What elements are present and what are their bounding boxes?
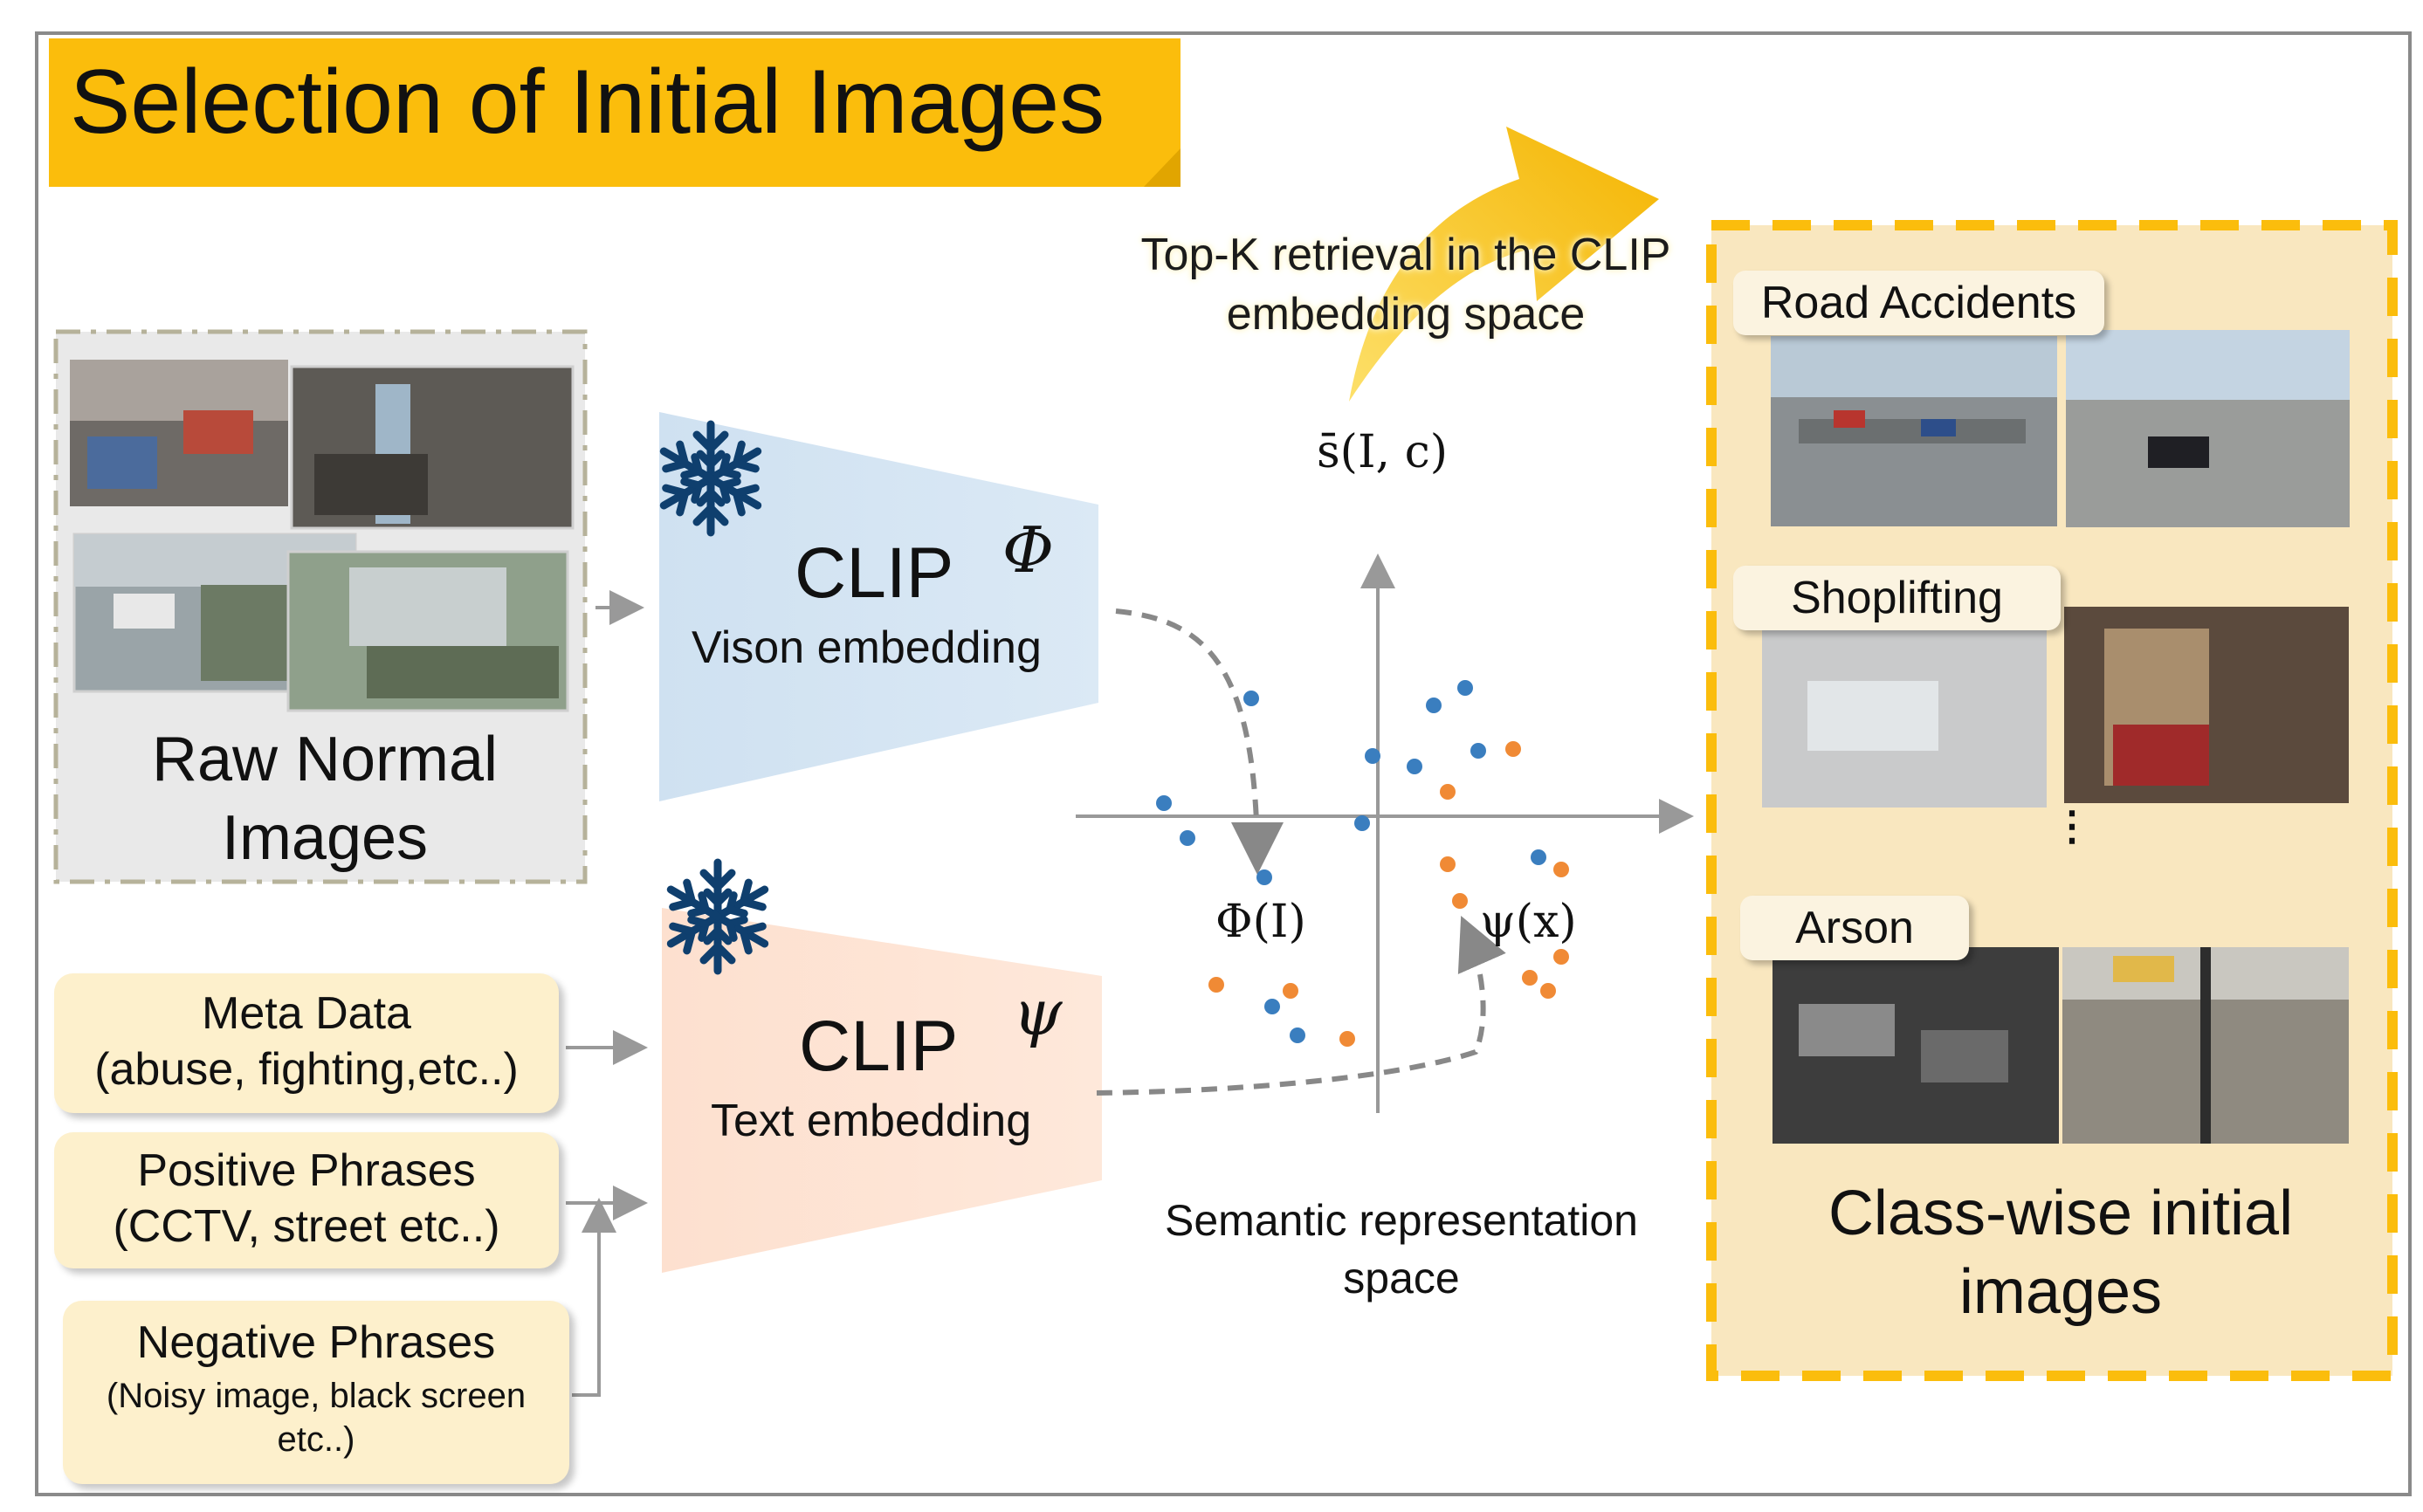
text-embedding-point-15 (1452, 893, 1468, 909)
outer-frame (35, 31, 2412, 1496)
arson-thumbnails (1773, 947, 2349, 1144)
class-tag-road-accidents: Road Accidents (1733, 271, 2104, 335)
phi-symbol: Φ (1002, 513, 1055, 587)
snowflake-icon-vision (657, 420, 764, 533)
class-tag-arson: Arson (1740, 896, 1969, 960)
meta-data-title: Meta Data (202, 988, 411, 1039)
positive-phrases-title: Positive Phrases (137, 1145, 476, 1196)
shoplifting-thumbnails (1762, 607, 2349, 808)
image-embedding-point-21 (1264, 999, 1280, 1014)
image-embedding-point-2 (1457, 680, 1473, 696)
title-band (49, 38, 1181, 187)
dashed-arrow-text (1096, 916, 1506, 1096)
negative-phrases-title: Negative Phrases (136, 1317, 496, 1368)
image-embedding-point-8 (1156, 795, 1172, 811)
clip-text-encoder (662, 908, 1102, 1273)
image-embedding-point-4 (1407, 759, 1422, 774)
clip-vision-encoder (659, 412, 1098, 801)
clip-vision-title: CLIP (795, 533, 954, 613)
phi-of-image-label: Φ(I) (1215, 896, 1306, 948)
psi-of-text-label: ψ(x) (1480, 896, 1577, 948)
psi-symbol: ψ (1013, 976, 1063, 1049)
image-embedding-point-0 (1243, 691, 1259, 706)
image-embedding-point-9 (1180, 830, 1195, 846)
text-embedding-point-17 (1522, 970, 1538, 986)
class-tag-shoplifting: Shoplifting (1733, 566, 2061, 630)
text-embedding-point-18 (1540, 983, 1556, 999)
text-embedding-point-12 (1440, 856, 1456, 872)
ellipsis-more-classes: ⋮ (2052, 803, 2092, 849)
clip-text-title: CLIP (799, 1007, 959, 1086)
arrow-negative-to-text (572, 1198, 616, 1397)
negative-phrases-box: Negative Phrases (Noisy image, black scr… (63, 1301, 569, 1484)
text-embedding-point-14 (1553, 862, 1569, 877)
clip-vision-subtitle: Vison embedding (692, 622, 1042, 673)
similarity-symbol: s̄(I, c) (1317, 426, 1448, 478)
clip-text-subtitle: Text embedding (711, 1096, 1032, 1146)
page-title: Selection of Initial Images (70, 52, 1105, 153)
image-embedding-point-3 (1365, 748, 1380, 764)
image-embedding-point-22 (1290, 1027, 1305, 1043)
road-accident-thumbnails (1771, 330, 2350, 527)
raw-thumbnails (70, 360, 575, 712)
text-embedding-point-7 (1440, 784, 1456, 800)
positive-phrases-box: Positive Phrases (CCTV, street etc..) (54, 1132, 559, 1268)
image-embedding-point-5 (1470, 743, 1486, 759)
image-embedding-point-13 (1531, 849, 1546, 865)
image-embedding-point-10 (1354, 815, 1370, 831)
curved-arrow-icon (1349, 127, 1659, 402)
classwise-label: Class-wise initial images (1828, 1179, 2294, 1327)
meta-data-box: Meta Data (abuse, fighting,etc..) (54, 973, 559, 1113)
meta-data-examples: (abuse, fighting,etc..) (94, 1044, 519, 1095)
image-embedding-point-11 (1256, 869, 1272, 885)
top-k-retrieval-label: Top-K retrieval in the CLIP embedding sp… (1140, 230, 1671, 340)
text-embedding-point-16 (1553, 949, 1569, 965)
text-embedding-point-20 (1283, 983, 1298, 999)
text-embedding-point-6 (1505, 741, 1521, 757)
dashed-arrow-vision (1115, 608, 1284, 875)
image-embedding-point-1 (1426, 698, 1442, 713)
text-embedding-point-19 (1208, 977, 1224, 993)
text-embedding-point-23 (1339, 1031, 1355, 1047)
raw-images-label: Raw Normal Images (151, 725, 499, 873)
semantic-space-label: Semantic representation space (1165, 1196, 1638, 1302)
negative-phrases-examples: (Noisy image, black screen etc..) (106, 1377, 527, 1459)
positive-phrases-examples: (CCTV, street etc..) (113, 1201, 500, 1252)
